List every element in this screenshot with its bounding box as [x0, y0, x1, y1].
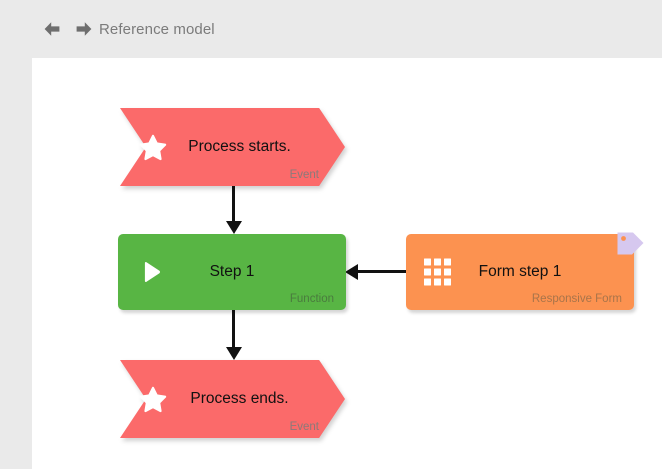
arrow-right-icon[interactable]	[74, 19, 94, 39]
grid-cell	[444, 268, 451, 276]
arrowhead-down	[225, 347, 242, 360]
grid-cell	[434, 278, 441, 286]
edge-step-1-to-process-ends	[225, 304, 242, 360]
grid-cell	[434, 268, 441, 276]
header-bar: Reference model	[0, 0, 662, 58]
node-process-ends[interactable]: Process ends. Event	[120, 360, 345, 438]
grid-cell	[424, 278, 431, 286]
node-process-starts[interactable]: Process starts. Event	[120, 108, 345, 186]
arrow-left-icon[interactable]	[42, 19, 62, 39]
star-icon	[139, 134, 167, 161]
play-icon	[144, 261, 160, 283]
node-step-1[interactable]: Step 1 Function	[118, 234, 346, 310]
grid-cell	[434, 258, 441, 266]
grid-cell	[424, 268, 431, 276]
arrowhead-down	[225, 221, 242, 234]
grid-cell	[424, 258, 431, 266]
grid-cell	[444, 278, 451, 286]
node-form-step-1[interactable]: Form step 1 Responsive Form	[406, 232, 644, 310]
breadcrumb[interactable]: Reference model	[99, 21, 215, 38]
star-icon	[139, 386, 167, 413]
diagram-canvas[interactable]: Process starts. Event Step 1 Function Fo	[32, 58, 662, 469]
navigation-arrows	[42, 19, 94, 39]
grid-cell	[444, 258, 451, 266]
tag-icon[interactable]	[613, 228, 647, 262]
arrowhead-left	[345, 263, 358, 280]
grid-icon	[424, 258, 451, 286]
edge-process-starts-to-step-1	[225, 178, 242, 234]
edge-line	[232, 304, 235, 350]
edge-form-step-1-to-step-1	[345, 263, 418, 280]
